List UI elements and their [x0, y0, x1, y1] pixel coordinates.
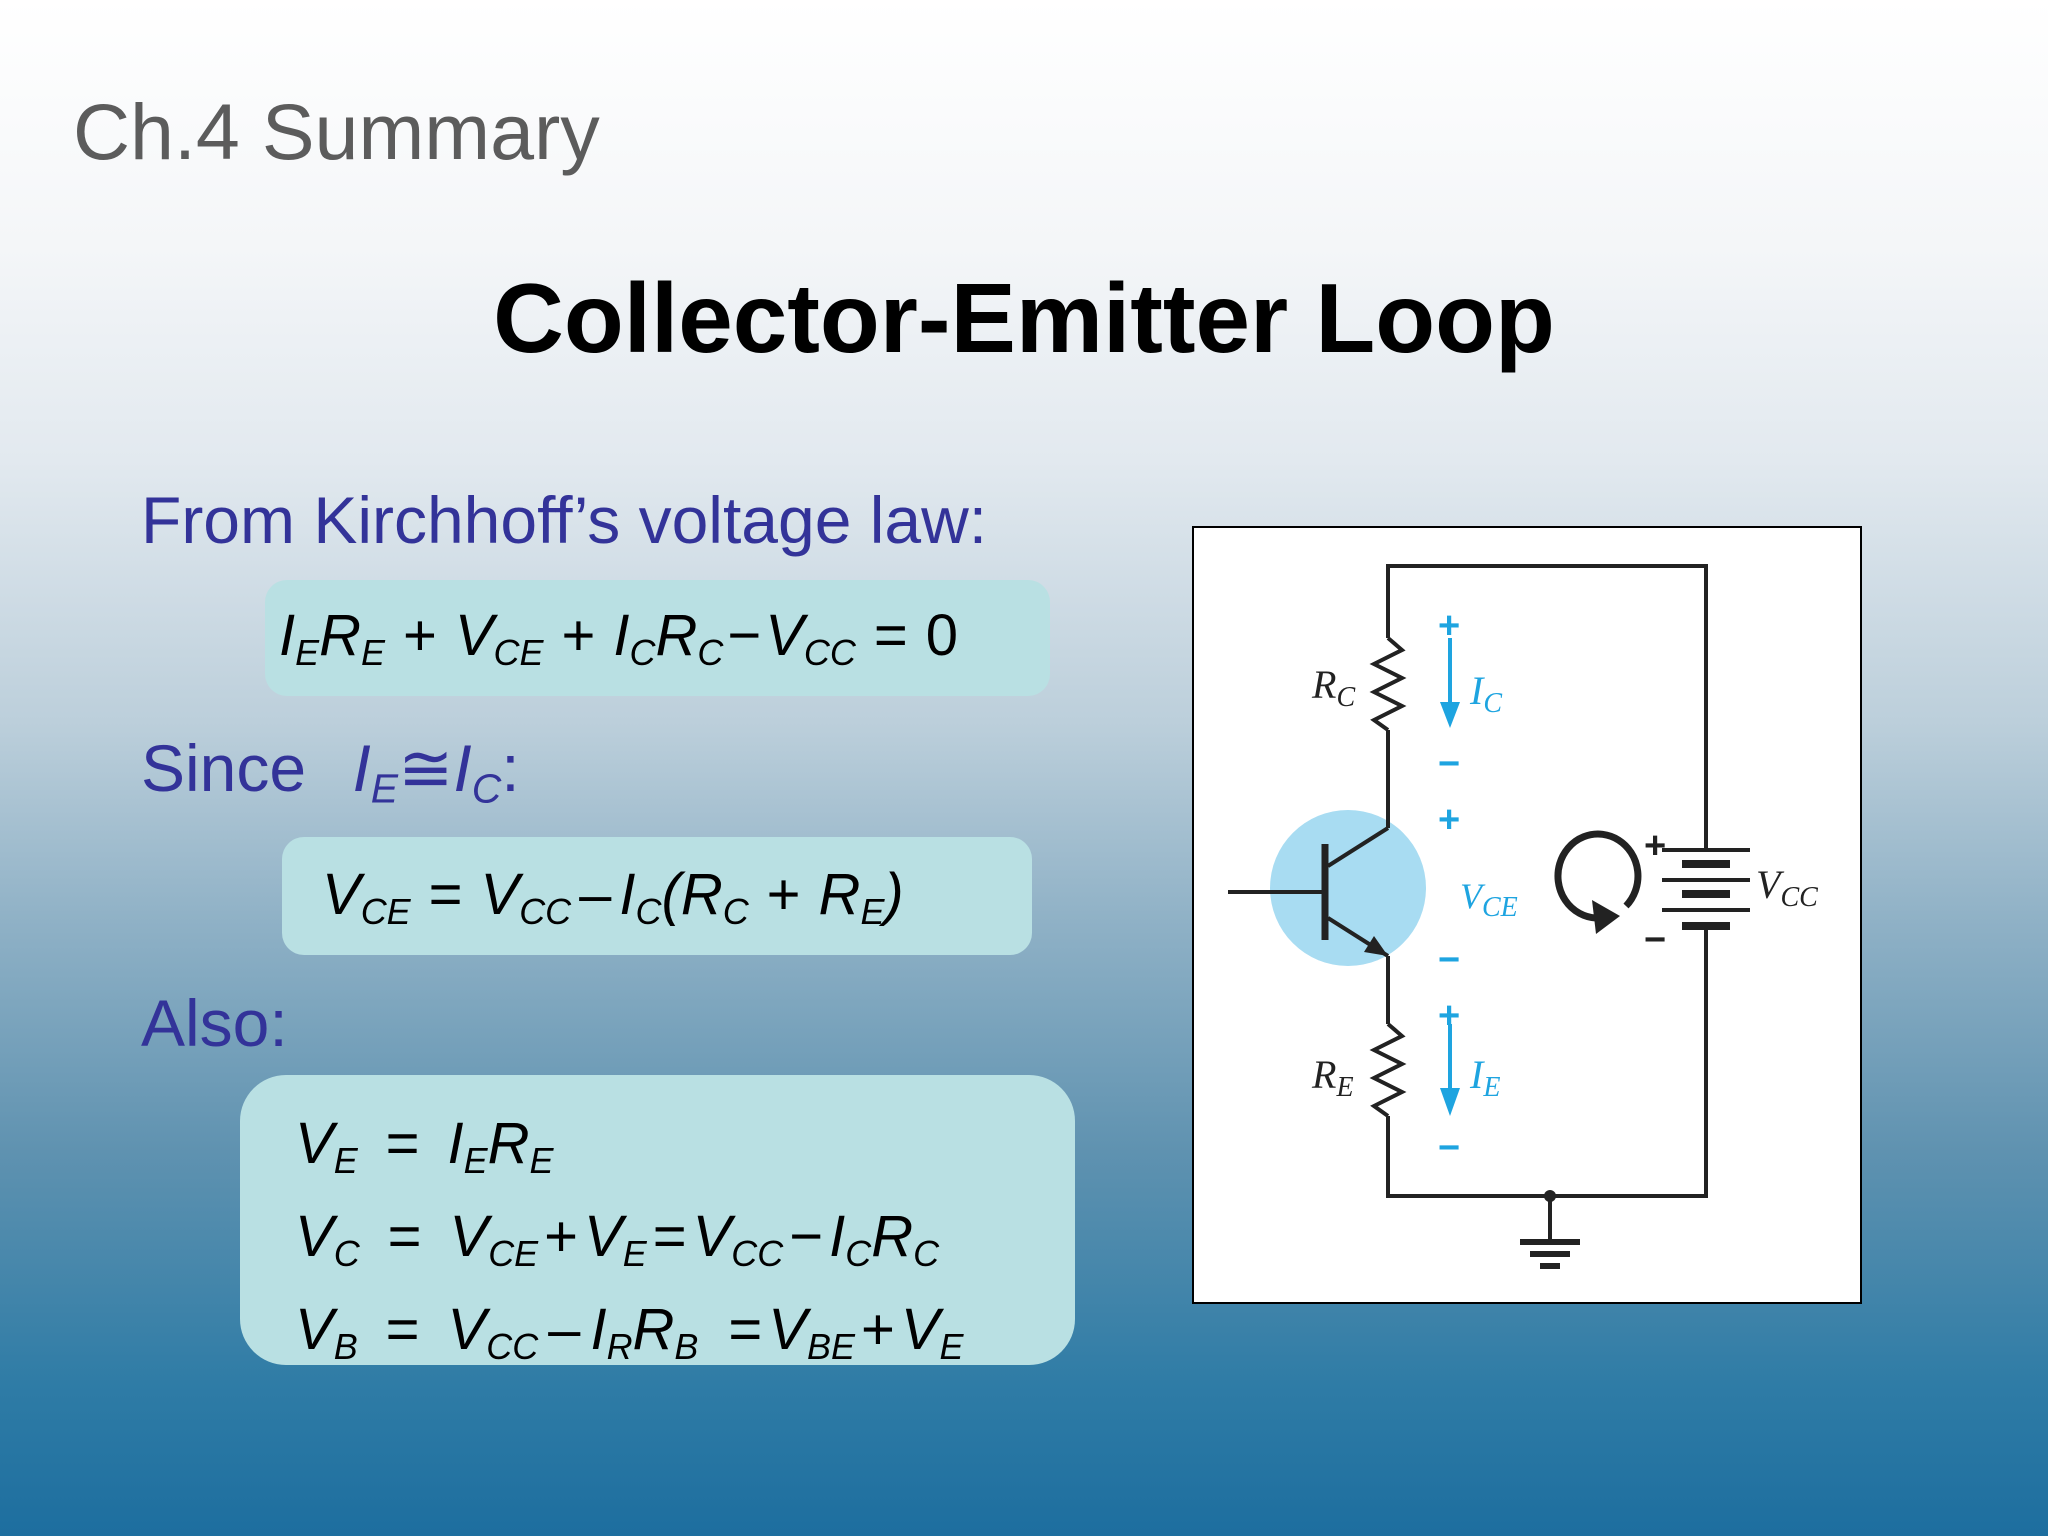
also-text: Also: [141, 986, 288, 1060]
ie-arrowhead [1440, 1088, 1460, 1116]
battery-minus-sign: − [1644, 919, 1666, 961]
re-minus-sign: − [1438, 1127, 1460, 1169]
since-line: Since IE≅IC: [141, 731, 520, 812]
vce-equation-box: VCE=VCC–IC(RC+RE) [282, 837, 1032, 955]
battery-plus-sign: + [1644, 825, 1666, 867]
rc-minus-sign: − [1438, 743, 1460, 785]
re-label: RE [1311, 1052, 1354, 1103]
slide-title: Collector-Emitter Loop [493, 263, 1555, 373]
rc-label: RC [1311, 662, 1355, 713]
re-resistor [1369, 1022, 1407, 1118]
bottom-wire [1386, 928, 1708, 1198]
top-wire [1386, 564, 1708, 848]
transistor-highlight [1270, 810, 1426, 966]
vb-equation: VB=VCC–IRRB=VBE+VE [295, 1297, 964, 1368]
vcc-label: VCC [1756, 862, 1818, 913]
since-text: Since [141, 731, 307, 805]
kvl-equation: IERE+VCE+ICRC−VCC=0 [279, 603, 958, 674]
kvl-equation-box: IERE+VCE+ICRC−VCC=0 [265, 580, 1050, 696]
chapter-label: Ch.4 Summary [73, 87, 600, 176]
ve-equation: VE=IERE [295, 1111, 554, 1182]
battery-symbol [1662, 848, 1750, 930]
circuit-diagram: IC IE VCE + − + − + − + − RC RE VCC [1192, 526, 1862, 1304]
vce-plus-sign: + [1438, 799, 1460, 841]
vc-equation: VC=VCE+VE=VCC−ICRC [295, 1204, 940, 1275]
ground-symbol [1520, 1239, 1580, 1269]
re-plus-sign: + [1438, 995, 1460, 1037]
rc-resistor [1369, 636, 1407, 732]
kvl-intro: From Kirchhoff’s voltage law: [141, 483, 988, 557]
since-condition: IE≅IC [352, 731, 502, 812]
rc-plus-sign: + [1438, 605, 1460, 647]
ic-label: IC [1469, 668, 1502, 719]
also-equations-box: VE=IERE VC=VCE+VE=VCC−ICRC VB=VCC–IRRB=V… [240, 1075, 1075, 1367]
ie-label: IE [1469, 1052, 1500, 1103]
loop-arrow [1554, 830, 1642, 922]
vce-label: VCE [1460, 876, 1518, 923]
vce-equation: VCE=VCC–IC(RC+RE) [322, 862, 904, 933]
emitter-arrow [1364, 936, 1388, 956]
ic-arrowhead [1440, 702, 1460, 728]
ground-node [1544, 1190, 1556, 1202]
vce-minus-sign: − [1438, 939, 1460, 981]
